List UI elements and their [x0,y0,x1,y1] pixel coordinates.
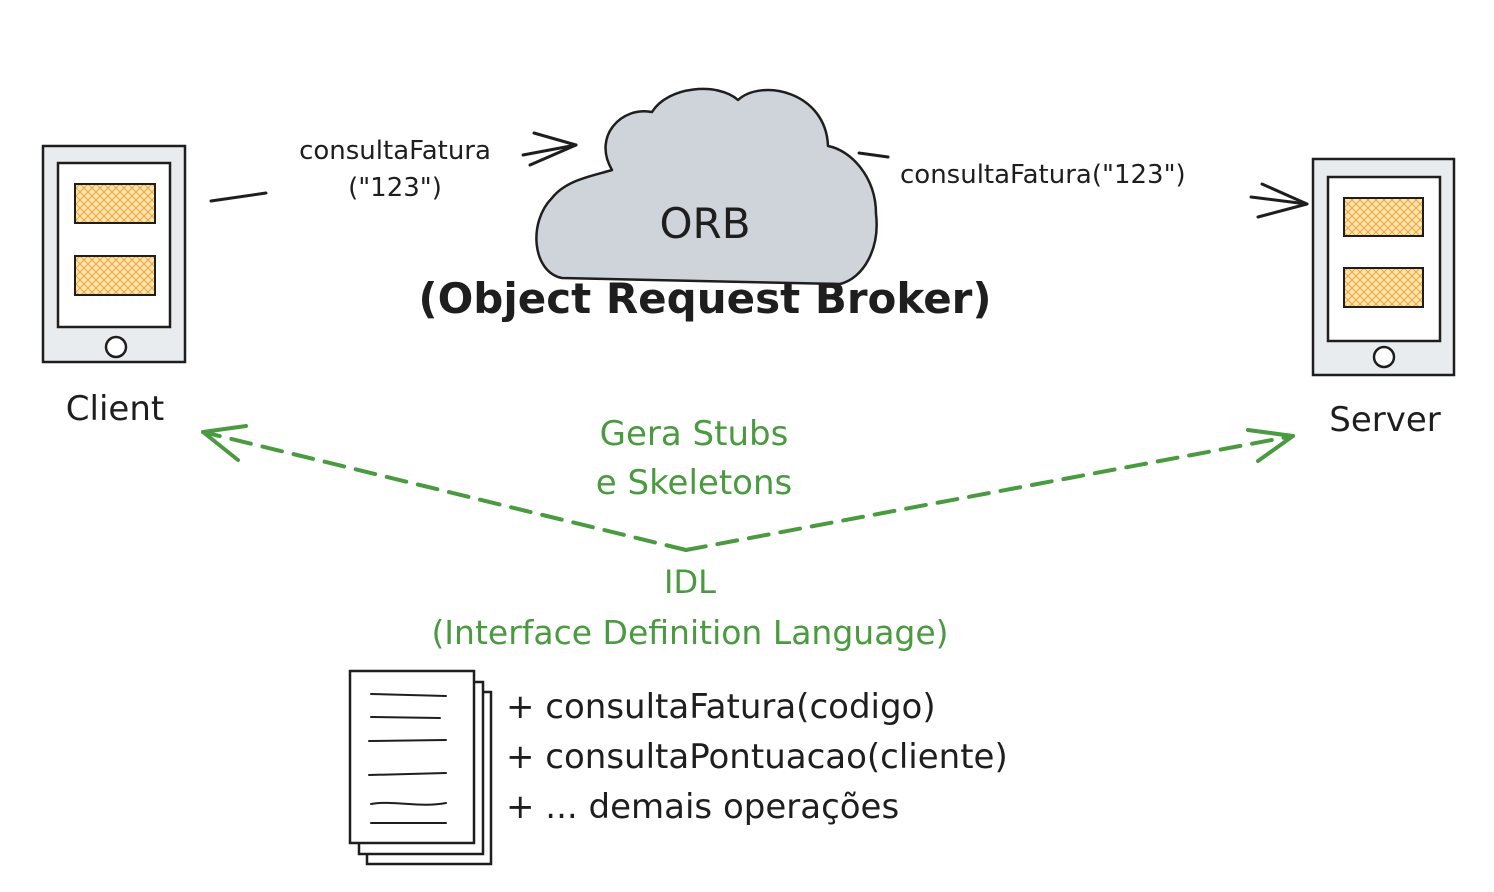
server-device-icon [1311,157,1456,377]
client-call-label-line1: consultaFatura [299,136,491,166]
client-to-orb-arrow [209,131,578,203]
generate-to-client-arrow [201,424,688,552]
orb-label: ORB [659,199,751,248]
client-slot-bottom [74,255,156,296]
idl-title: IDL [664,563,716,601]
idl-operation: + consultaFatura(codigo) [506,687,936,727]
server-call-label: consultaFatura("123") [900,160,1186,190]
orb-to-server-arrow [857,151,1309,219]
client-device-icon [41,144,187,364]
idl-operation: + ... demais operações [506,787,900,827]
idl-operation: + consultaPontuacao(cliente) [506,737,1008,777]
generates-label-line1: Gera Stubs [599,414,789,454]
client-call-label-line2: ("123") [348,173,442,203]
generates-label-line2: e Skeletons [595,463,793,503]
server-slot-bottom [1343,267,1424,308]
document-stack-icon [348,669,493,866]
idl-full-name: (Interface Definition Language) [431,613,949,652]
orb-full-name: (Object Request Broker) [418,274,992,323]
generate-to-server-arrow [684,428,1295,552]
client-slot-top [74,183,156,224]
server-slot-top [1343,197,1424,237]
client-label: Client [65,389,165,429]
orb-cloud-icon [535,87,878,286]
server-label: Server [1329,400,1441,440]
